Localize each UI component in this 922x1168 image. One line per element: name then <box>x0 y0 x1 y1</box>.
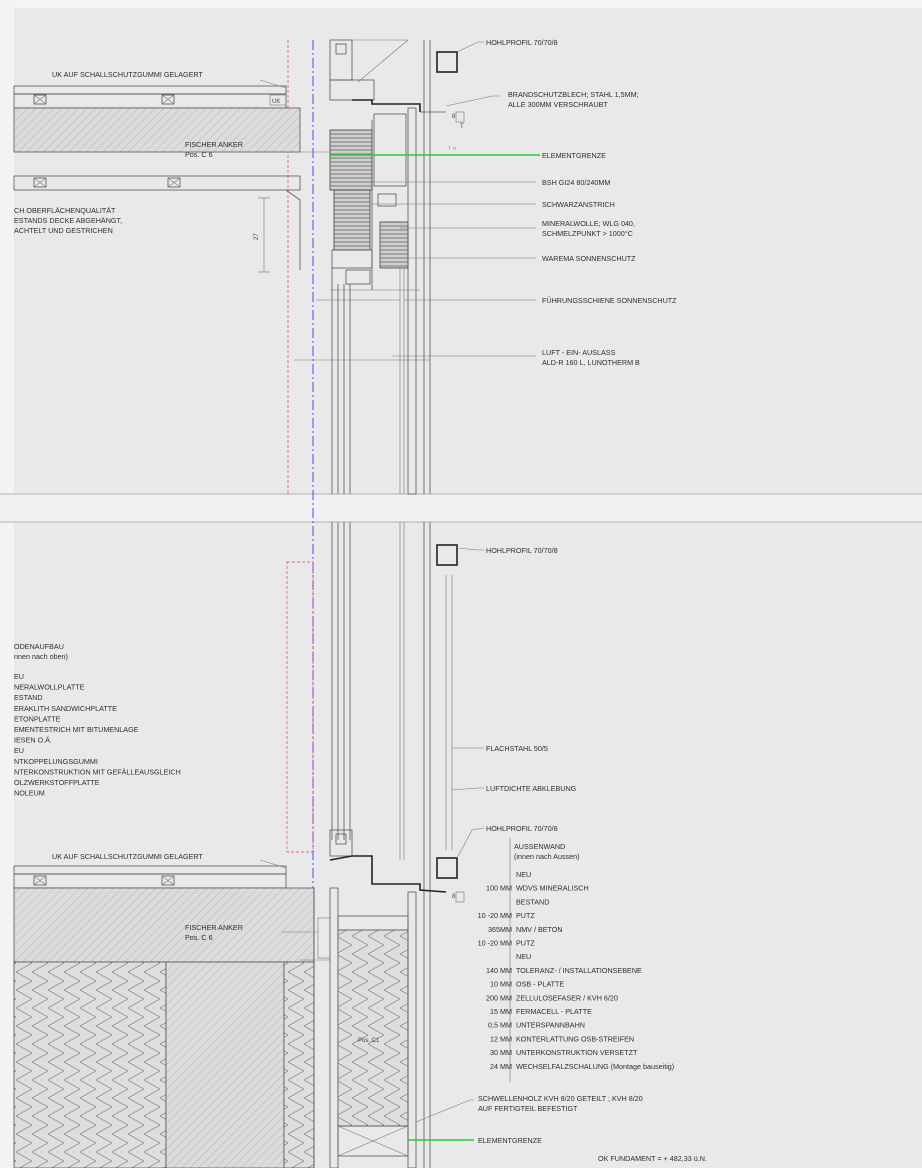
wall-layer-name: TOLERANZ- / INSTALLATIONSEBENE <box>516 966 642 975</box>
floor-build-up-title: ODENAUFBAU <box>14 642 64 651</box>
svg-text:27: 27 <box>254 233 260 240</box>
floor-layer-item: NTERKONSTRUKTION MIT GEFÄLLEAUSGLEICH <box>14 767 181 776</box>
bottom-uk-label: UK AUF SCHALLSCHUTZGUMMI GELAGERT <box>52 852 203 861</box>
section-break-band <box>0 494 922 522</box>
floor-layer-item: OLZWERKSTOFFPLATTE <box>14 778 100 787</box>
wall-layer-name: FERMACELL - PLATTE <box>516 1007 592 1016</box>
wall-layer-name: OSB - PLATTE <box>516 980 564 989</box>
top-ceiling-note-3: ACHTELT UND GESTRICHEN <box>14 226 113 235</box>
top-fischer-anchor-pos: Pos. C 6 <box>185 150 213 159</box>
floor-layer-item: IESEN O.Ä. <box>14 736 52 745</box>
wall-layer-thickness: 100 MM <box>486 884 512 893</box>
top-ceiling-note-2: ESTANDS DECKE ABGEHÄNGT, <box>14 216 122 225</box>
wall-layer-list: NEU 100 MM WDVS MINERALISCH BESTAND 10 -20 M… <box>478 870 675 1071</box>
wall-layer-thickness: 10 -20 MM <box>478 911 512 920</box>
callout-hohlprofil-top: HOHLPROFIL 70/70/8 <box>486 38 558 47</box>
top-uk-tag: UK <box>272 99 280 105</box>
callout-flachstahl: FLACHSTAHL 50/5 <box>486 744 548 753</box>
wall-layer-name: WECHSELFALZSCHALUNG (Montage bauseitig) <box>516 1062 674 1071</box>
callout-brandschutzblech-2: ALLE 300MM VERSCHRAUBT <box>508 100 608 109</box>
wall-layer-name: ZELLULOSEFASER / KVH 6/20 <box>516 993 618 1002</box>
wall-build-up-title: AUSSENWAND <box>514 842 565 851</box>
callout-ok-fundament: OK FUNDAMENT = + 482,33 ü.N. <box>598 1154 707 1163</box>
callout-elementgrenze-top: ELEMENTGRENZE <box>542 151 606 160</box>
wall-layer-name: PUTZ <box>516 939 535 948</box>
floor-layer-item: ETONPLATTE <box>14 714 61 723</box>
floor-layer-item: NTKOPPELUNGSGUMMI <box>14 757 98 766</box>
callout-bsh: BSH GI24 80/240MM <box>542 178 610 187</box>
floor-build-up-subtitle: nnen nach oben) <box>14 652 68 661</box>
floor-layer-item: NOLEUM <box>14 789 45 798</box>
callout-luft: LUFT - EIN- AUSLASS <box>542 348 616 357</box>
wall-layer-name: UNTERKONSTRUKTION VERSETZT <box>516 1048 638 1057</box>
axis-red-box <box>286 561 314 853</box>
callout-warema: WAREMA SONNENSCHUTZ <box>542 254 636 263</box>
svg-text:T: T <box>460 124 464 130</box>
floor-layer-item: ERAKLITH SANDWICHPLATTE <box>14 704 117 713</box>
floor-layer-item: EMENTESTRICH MIT BITUMENLAGE <box>14 725 139 734</box>
callout-hohlprofil-bottom: HOHLPROFIL 70/70/8 <box>486 824 558 833</box>
wall-layer-thickness: 10 -20 MM <box>478 939 512 948</box>
wall-layer-thickness: 30 MM <box>490 1048 512 1057</box>
wall-layer-thickness: 0,5 MM <box>488 1021 512 1030</box>
top-fischer-anchor-label: FISCHER ANKER <box>185 140 243 149</box>
hollow-profile-top <box>436 51 458 73</box>
callout-mineralwolle: MINERALWOLLE; WLG 040, <box>542 219 635 228</box>
bottom-fischer-anchor-label: FISCHER ANKER <box>185 923 243 932</box>
hollow-profile-mid <box>436 544 458 566</box>
floor-layer-item: EU <box>14 746 24 755</box>
wall-layer-name: KONTERLATTUNG OSB-STREIFEN <box>516 1034 634 1043</box>
wall-layer-thickness: 10 MM <box>490 980 512 989</box>
callout-mineralwolle-2: SCHMELZPUNKT > 1000°C <box>542 229 633 238</box>
callout-luftdichte-abklebung: LUFTDICHTE ABKLEBUNG <box>486 784 577 793</box>
svg-text:↑ ○: ↑ ○ <box>448 146 457 152</box>
svg-text:8: 8 <box>452 114 456 120</box>
wall-layer-thickness: 140 MM <box>486 966 512 975</box>
wall-layer-thickness: 200 MM <box>486 993 512 1002</box>
wall-layer-name: NEU <box>516 870 531 879</box>
svg-text:Pos. C1: Pos. C1 <box>358 1038 380 1044</box>
callout-brandschutzblech: BRANDSCHUTZBLECH; STAHL 1,5MM; <box>508 90 639 99</box>
wall-layer-name: UNTERSPANNBAHN <box>516 1021 585 1030</box>
wall-layer-name: NMV / BETON <box>516 925 563 934</box>
floor-layer-item: NERALWOLLPLATTE <box>14 683 85 692</box>
wall-layer-thickness: 12 MM <box>490 1034 512 1043</box>
callout-schwellenholz: SCHWELLENHOLZ KVH 8/20 GETEILT ; KVH 8/2… <box>478 1094 643 1103</box>
sheet-margin <box>0 0 14 1168</box>
floor-layer-item: EU <box>14 672 24 681</box>
wall-layer-thickness: 15 MM <box>490 1007 512 1016</box>
wall-layer-name: PUTZ <box>516 911 535 920</box>
hollow-profile-bottom <box>436 857 458 879</box>
floor-layer-item: ESTAND <box>14 693 43 702</box>
callout-fuehrungsschiene: FÜHRUNGSSCHIENE SONNENSCHUTZ <box>542 296 677 305</box>
callout-luft-2: ALD-R 160 L, LUNOTHERM B <box>542 358 640 367</box>
callout-schwarzanstrich: SCHWARZANSTRICH <box>542 200 615 209</box>
callout-schwellenholz-2: AUF FERTIGTEIL BEFESTIGT <box>478 1104 578 1113</box>
wall-layer-name: BESTAND <box>516 897 549 906</box>
bottom-fischer-anchor-pos: Pos. C 6 <box>185 933 213 942</box>
top-ceiling-note-1: CH OBERFLÄCHENQUALITÄT <box>14 206 116 215</box>
svg-text:8: 8 <box>452 894 456 900</box>
wall-layer-thickness: 365MM <box>488 925 512 934</box>
wall-layer-name: WDVS MINERALISCH <box>516 884 589 893</box>
wall-build-up-subtitle: (innen nach Aussen) <box>514 852 580 861</box>
sheet-edge <box>0 0 922 8</box>
callout-hohlprofil-mid: HOHLPROFIL 70/70/8 <box>486 546 558 555</box>
callout-elementgrenze-bottom: ELEMENTGRENZE <box>478 1136 542 1145</box>
top-uk-label: UK AUF SCHALLSCHUTZGUMMI GELAGERT <box>52 70 203 79</box>
wall-layer-thickness: 24 MM <box>490 1062 512 1071</box>
wall-layer-name: NEU <box>516 952 531 961</box>
